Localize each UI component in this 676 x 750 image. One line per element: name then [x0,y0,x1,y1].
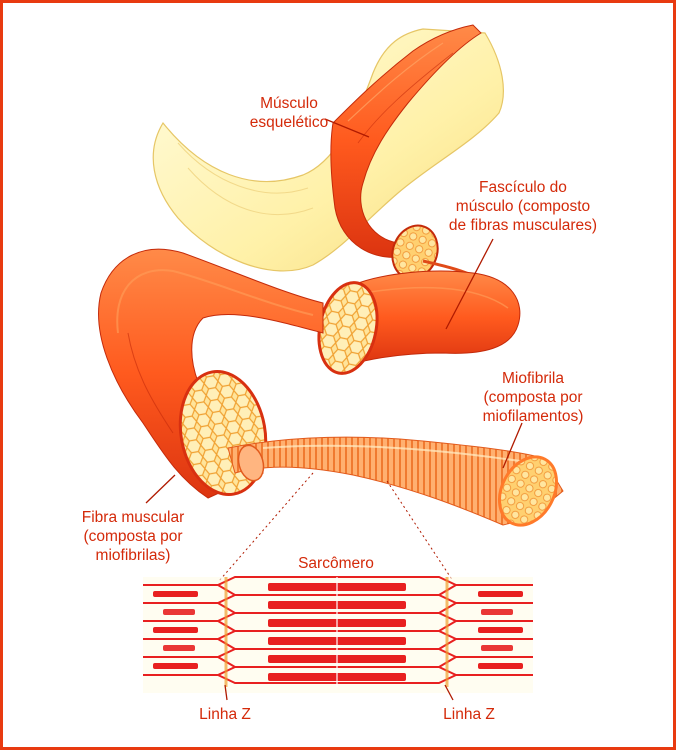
label-myofibril: Miofibrila (composta por miofilamentos) [482,370,584,425]
zoom-guide-lines [218,472,454,582]
myofibril-shape [227,436,564,527]
muscle-structure-illustration [98,24,564,701]
label-z-line-left: Linha Z [199,706,251,723]
label-fascicle: Fascículo do músculo (composto de fibras… [448,179,598,234]
label-muscle-fiber: Fibra muscular (composta por miofibrilas… [81,509,185,564]
skeletal-muscle-shape [330,24,482,258]
label-z-line-right: Linha Z [443,706,495,723]
fascicle-body [317,270,521,375]
label-skeletal-muscle: Músculo esquelético [249,95,329,131]
sarcomere-diagram [143,576,533,693]
leader-lines [145,118,523,701]
label-sarcomere: Sarcômero [298,555,374,572]
